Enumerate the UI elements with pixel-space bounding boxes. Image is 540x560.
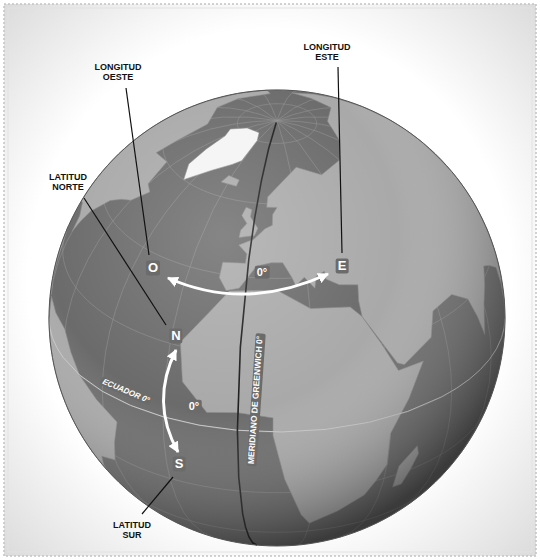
direction-letter: S (173, 457, 186, 472)
leader-line (142, 477, 173, 514)
callout-label: LONGITUD ESTE (295, 42, 359, 63)
leader-line (126, 88, 149, 255)
degree-label: 0° (255, 266, 270, 279)
degree-label: 0° (187, 400, 202, 413)
latitude-arrow (163, 350, 178, 452)
callout-label: LONGITUD OESTE (86, 62, 150, 83)
graticule (49, 90, 505, 546)
leader-lines (84, 67, 342, 514)
picture-frame-inner (8, 8, 532, 552)
globe (49, 90, 505, 546)
callout-label: LATITUD SUR (108, 520, 156, 541)
globe-shading (49, 90, 505, 546)
direction-letter: E (336, 259, 349, 274)
picture-frame (4, 4, 536, 556)
longitude-arrow (168, 274, 328, 294)
callout-label: LATITUD NORTE (36, 172, 100, 193)
leader-line (84, 198, 166, 325)
direction-arrows (163, 274, 328, 452)
leader-line (338, 67, 342, 253)
direction-letter: N (169, 329, 182, 344)
ocean (49, 90, 505, 546)
direction-letter: O (146, 261, 160, 276)
